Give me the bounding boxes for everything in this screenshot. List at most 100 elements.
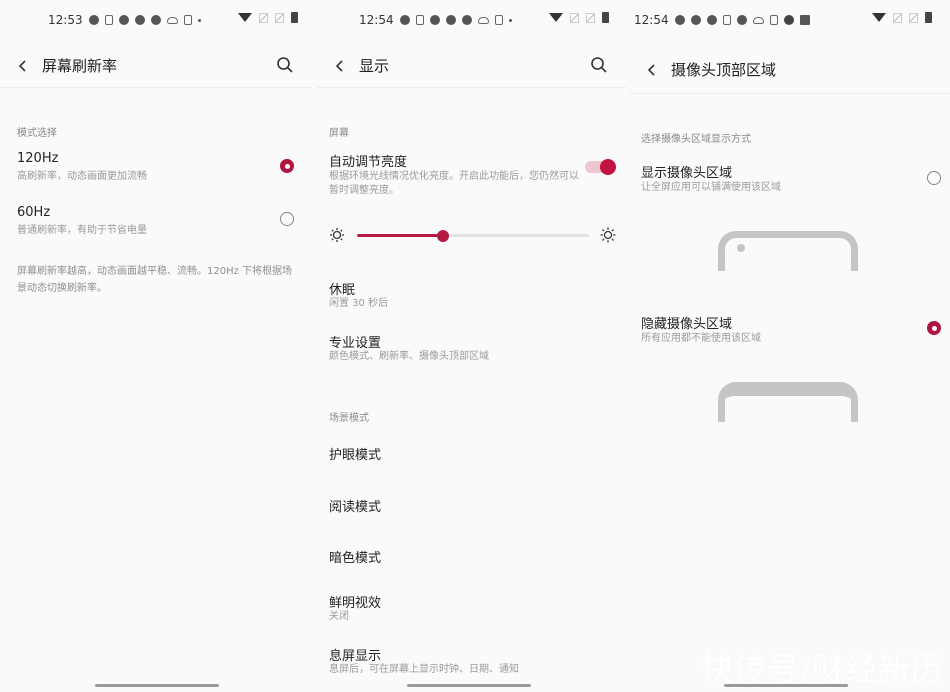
ambient-display-subtitle: 息屏后，可在屏幕上显示时钟、日期、通知: [329, 664, 519, 675]
eye-care-title: 护眼模式: [329, 448, 382, 463]
radio-60hz[interactable]: [280, 212, 294, 226]
refresh-rate-screen: 12:53 屏幕刷新率 模式选择 120Hz 高刷新率，动态画面更加流畅 60H…: [0, 0, 312, 692]
battery-icon: [602, 12, 609, 23]
radio-120hz[interactable]: [280, 159, 294, 173]
signal-off-icon: [586, 12, 595, 23]
image-icon: [799, 15, 810, 25]
watermark: 快传号/财经新历: [701, 650, 944, 688]
section-label-scene: 场景模式: [329, 413, 369, 424]
status-time: 12:53: [48, 13, 83, 27]
cloud-icon: [752, 16, 764, 24]
notification-icon: [674, 15, 685, 25]
brightness-slider-thumb[interactable]: [437, 229, 449, 242]
signal-off-icon: [275, 12, 284, 23]
notification-icon: [88, 15, 99, 25]
phone-icon: [722, 15, 731, 25]
sleep-subtitle: 闲置 30 秒后: [329, 298, 389, 309]
advanced-settings-title: 专业设置: [329, 336, 382, 351]
search-icon[interactable]: [590, 56, 608, 74]
phone-preview-show-icon: [718, 231, 858, 271]
cloud-icon: [166, 16, 178, 24]
section-label-mode: 模式选择: [17, 128, 57, 139]
cloud-icon: [477, 16, 489, 24]
option-subtitle: 所有应用都不能使用该区域: [641, 333, 761, 344]
notification-icon: [706, 15, 717, 25]
home-indicator[interactable]: [95, 684, 219, 687]
option-title: 60Hz: [17, 205, 51, 220]
status-time: 12:54: [359, 13, 394, 27]
system-icons: [549, 12, 609, 23]
wifi-icon: [238, 13, 252, 22]
brightness-slider-fill: [357, 234, 443, 237]
home-indicator[interactable]: [407, 684, 531, 687]
section-label-camera: 选择摄像头区域显示方式: [641, 134, 751, 145]
app-bar: 显示: [317, 44, 626, 88]
status-time: 12:54: [634, 13, 669, 27]
option-subtitle: 普通刷新率，有助于节省电量: [17, 225, 147, 236]
copy-icon: [494, 15, 503, 25]
auto-brightness-subtitle: 根据环境光线情况优化亮度。开启此功能后，您仍然可以暂时调整亮度。: [329, 171, 579, 196]
chevron-left-icon[interactable]: [333, 59, 347, 73]
phone-preview-hide-icon: [718, 382, 858, 422]
ambient-display-title: 息屏显示: [329, 649, 382, 664]
signal-off-icon: [570, 12, 579, 23]
wifi-icon: [872, 13, 886, 22]
copy-icon: [183, 15, 192, 25]
more-dot-icon: [197, 18, 201, 22]
notification-icon: [736, 15, 747, 25]
page-title: 摄像头顶部区域: [671, 61, 777, 79]
section-label-screen: 屏幕: [329, 128, 349, 139]
chevron-left-icon[interactable]: [16, 59, 30, 73]
camera-dot-icon: [737, 244, 745, 252]
brightness-slider[interactable]: [357, 229, 589, 242]
location-icon: [690, 15, 701, 25]
system-icons: [238, 12, 298, 23]
system-icons: [872, 12, 932, 23]
sleep-title: 休眠: [329, 283, 356, 298]
phone-icon: [415, 15, 424, 25]
page-title: 显示: [359, 57, 390, 75]
location-icon: [150, 15, 161, 25]
auto-brightness-title: 自动调节亮度: [329, 155, 408, 170]
search-icon[interactable]: [276, 56, 294, 74]
status-bar: 12:53: [48, 10, 207, 30]
more-dot-icon: [508, 18, 512, 22]
radio-show-camera-area[interactable]: [927, 171, 941, 185]
option-subtitle: 让全屏应用可以铺满使用该区域: [641, 182, 781, 193]
sun-low-icon: [330, 228, 344, 242]
app-bar: 屏幕刷新率: [0, 44, 312, 88]
option-title: 显示摄像头区域: [641, 166, 733, 181]
notification-icon: [399, 15, 410, 25]
battery-icon: [291, 12, 298, 23]
status-bar: 12:54: [634, 10, 816, 30]
option-title: 120Hz: [17, 151, 59, 166]
option-subtitle: 高刷新率，动态画面更加流畅: [17, 171, 147, 182]
reading-mode-title: 阅读模式: [329, 500, 382, 515]
battery-icon: [925, 12, 932, 23]
auto-brightness-toggle[interactable]: [585, 158, 616, 175]
notification-icon: [134, 15, 145, 25]
dark-mode-title: 暗色模式: [329, 551, 382, 566]
chevron-left-icon[interactable]: [645, 63, 659, 77]
vivid-effect-subtitle: 关闭: [329, 611, 349, 622]
refresh-rate-note: 屏幕刷新率越高，动态画面越平稳、流畅。120Hz 下将根据场景动态切换刷新率。: [17, 266, 293, 294]
page-title: 屏幕刷新率: [42, 57, 118, 75]
sun-high-icon: [600, 227, 616, 243]
signal-off-icon: [909, 12, 918, 23]
app-bar: 摄像头顶部区域: [629, 46, 950, 94]
display-screen: 12:54 显示 屏幕 自动调节亮度 根据环境光线情况优化亮度。开启此功能后，您…: [317, 0, 626, 692]
phone-icon: [104, 15, 113, 25]
option-title: 隐藏摄像头区域: [641, 317, 733, 332]
radio-hide-camera-area[interactable]: [927, 321, 941, 335]
signal-off-icon: [259, 12, 268, 23]
wifi-icon: [549, 13, 563, 22]
alert-icon: [783, 15, 794, 25]
home-indicator[interactable]: [724, 684, 848, 687]
advanced-settings-subtitle: 颜色模式、刷新率、摄像头顶部区域: [329, 351, 489, 362]
status-bar: 12:54: [359, 10, 518, 30]
camera-area-screen: 12:54 摄像头顶部区域 选择摄像头区域显示方式 显示摄像头区域 让全屏应用可…: [629, 0, 950, 692]
vivid-effect-title: 鲜明视效: [329, 596, 382, 611]
notification-icon: [445, 15, 456, 25]
location-icon: [461, 15, 472, 25]
notification-icon: [118, 15, 129, 25]
